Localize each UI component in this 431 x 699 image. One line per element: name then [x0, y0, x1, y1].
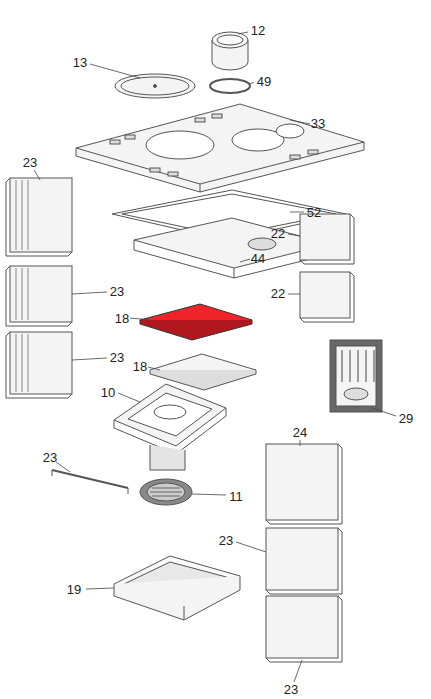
callout-number: 23	[42, 450, 58, 465]
callout-number: 49	[256, 74, 272, 89]
callout-number: 24	[292, 425, 308, 440]
callout-number: 29	[398, 411, 414, 426]
callout-number: 23	[283, 682, 299, 697]
callout-number: 18	[132, 359, 148, 374]
callout-number: 23	[22, 155, 38, 170]
callout-number: 52	[306, 205, 322, 220]
callout-number: 13	[72, 55, 88, 70]
callout-number: 10	[100, 385, 116, 400]
callout-number: 22	[270, 226, 286, 241]
callout-number: 33	[310, 116, 326, 131]
callout-number: 18	[114, 311, 130, 326]
callout-number: 11	[228, 489, 244, 504]
callout-number: 19	[66, 582, 82, 597]
callout-number: 12	[250, 23, 266, 38]
callout-number: 44	[250, 251, 266, 266]
callout-number: 23	[218, 533, 234, 548]
callout-number: 23	[109, 284, 125, 299]
callout-number: 23	[109, 350, 125, 365]
callout-number: 22	[270, 286, 286, 301]
